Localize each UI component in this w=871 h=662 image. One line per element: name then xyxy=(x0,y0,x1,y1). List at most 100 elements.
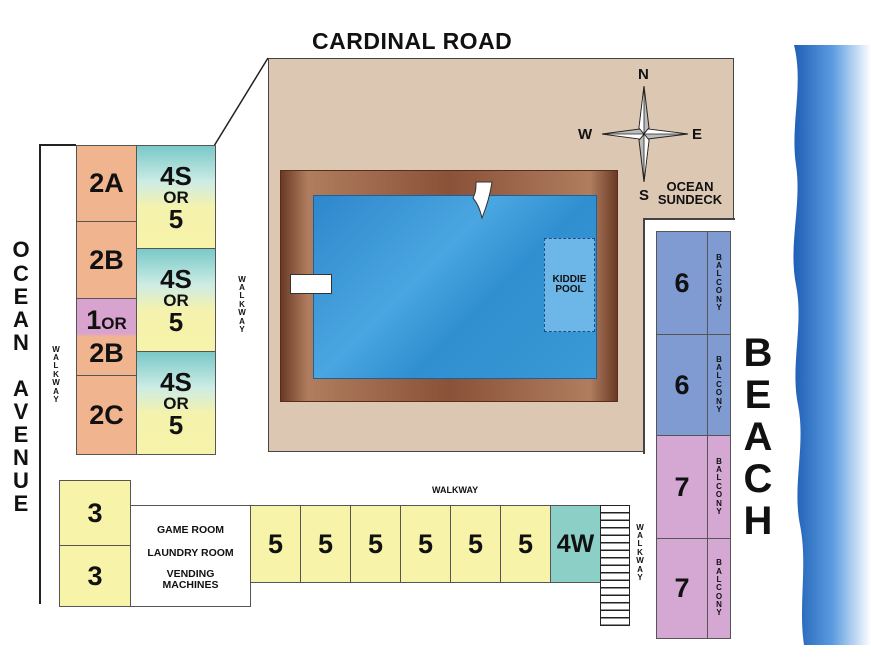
walkway-middle-letter: L xyxy=(239,291,245,301)
unit-5-row-4[interactable]: 5 xyxy=(400,505,451,583)
balcony-letter: B xyxy=(716,558,722,568)
walkway-left-letter: L xyxy=(53,361,59,371)
walkway-left-letter: Y xyxy=(53,394,59,404)
diving-board xyxy=(290,274,332,294)
balcony-letter: Y xyxy=(716,608,722,618)
walkway-left-letter: W xyxy=(52,344,60,354)
balcony-letter: B xyxy=(716,456,722,466)
balcony-letter: A xyxy=(716,261,722,271)
staircase xyxy=(600,505,630,626)
unit-4s-or-5-top[interactable]: 4S OR 5 xyxy=(136,145,216,249)
balcony-letter: C xyxy=(716,277,722,287)
compass-east: E xyxy=(692,126,703,143)
unit-2c[interactable]: 2C xyxy=(76,375,137,455)
unit-5-row-1[interactable]: 5 xyxy=(250,505,301,583)
walkway-left-letter: A xyxy=(53,353,59,363)
unit-4w[interactable]: 4W xyxy=(550,505,601,583)
unit-5-top: 5 xyxy=(168,203,184,234)
unit-or-bottom: OR xyxy=(163,393,189,413)
balcony-letter: O xyxy=(715,388,723,398)
walkway-right-letter: A xyxy=(637,564,643,574)
walkway-right-letter: W xyxy=(636,556,644,566)
ocean-avenue-letter: O xyxy=(12,237,30,263)
ocean-avenue-letter: U xyxy=(13,468,29,494)
walkway-right-letter: Y xyxy=(637,572,643,582)
unit-3-top[interactable]: 3 xyxy=(59,480,131,546)
unit-5-row-5[interactable]: 5 xyxy=(450,505,501,583)
cardinal-road-label: CARDINAL ROAD xyxy=(312,28,513,54)
walkway-right-letter: L xyxy=(637,539,643,549)
walkway-middle-letter: W xyxy=(238,308,246,318)
walkway-left-letter: A xyxy=(53,386,59,396)
unit-3-bottom[interactable]: 3 xyxy=(59,545,131,607)
game-room-label[interactable]: GAME ROOM xyxy=(156,524,225,536)
balcony-letter: L xyxy=(716,473,722,483)
unit-5-row-6[interactable]: 5 xyxy=(500,505,551,583)
balcony-letter: L xyxy=(716,269,722,279)
beach-letter: C xyxy=(743,457,773,501)
balcony-letter: Y xyxy=(716,506,722,516)
balcony-letter: C xyxy=(716,481,722,491)
ocean-avenue-letter: E xyxy=(13,283,29,309)
balcony-letter: B xyxy=(716,252,722,262)
ocean-avenue-letter: E xyxy=(13,422,29,448)
balcony-letter: N xyxy=(716,396,722,406)
kiddie-pool-label-2: POOL xyxy=(555,284,584,295)
deck-notch-border-left xyxy=(643,218,645,454)
balcony-letter: B xyxy=(716,354,722,364)
pool-ladder xyxy=(472,181,493,220)
laundry-room-label[interactable]: LAUNDRY ROOM xyxy=(147,547,234,559)
unit-5-row-2[interactable]: 5 xyxy=(300,505,351,583)
unit-6-bottom[interactable]: 6 xyxy=(656,334,708,436)
walkway-middle-letter: K xyxy=(239,299,245,309)
walkway-middle-letter: A xyxy=(239,316,245,326)
unit-2a[interactable]: 2A xyxy=(76,145,137,222)
balcony-letter: Y xyxy=(716,302,722,312)
compass-rose xyxy=(601,85,689,183)
kiddie-pool-label-1: KIDDIE xyxy=(552,274,587,285)
vending-line1: VENDING xyxy=(166,568,215,580)
connector-line xyxy=(213,57,269,147)
ocean-avenue-letter: V xyxy=(13,399,29,425)
deck-notch-border-top xyxy=(643,218,735,220)
unit-1-or-2b[interactable]: 1OR 2B xyxy=(76,298,137,376)
walkway-right-letter: K xyxy=(637,547,643,557)
compass-north: N xyxy=(638,66,649,83)
walkway-middle-letter: A xyxy=(239,283,245,293)
vending-machines-label[interactable]: VENDING MACHINES xyxy=(130,569,251,590)
unit-5-middle: 5 xyxy=(168,306,184,337)
unit-6-top[interactable]: 6 xyxy=(656,231,708,335)
balcony-letter: C xyxy=(716,583,722,593)
unit-7-top[interactable]: 7 xyxy=(656,435,708,539)
unit-4s-middle: 4S xyxy=(160,263,192,294)
ocean-avenue-letter: N xyxy=(13,445,29,471)
balcony-letter: O xyxy=(715,286,723,296)
walkway-middle-letter: W xyxy=(238,274,246,284)
balcony-letter: Y xyxy=(716,404,722,414)
ocean-avenue-letter xyxy=(18,354,24,377)
ocean-sundeck-line2: SUNDECK xyxy=(657,192,723,207)
unit-4s-or-5-bottom[interactable]: 4S OR 5 xyxy=(136,351,216,455)
beach-letter: E xyxy=(744,373,772,417)
kiddie-pool: KIDDIE POOL xyxy=(544,238,595,332)
ocean-avenue-letter: E xyxy=(13,491,29,517)
balcony-letter: N xyxy=(716,498,722,508)
ocean-sundeck-label: OCEAN SUNDECK xyxy=(652,180,728,206)
balcony-letter: L xyxy=(716,371,722,381)
unit-2b[interactable]: 2B xyxy=(76,221,137,299)
unit-or-top: OR xyxy=(163,187,189,207)
walkway-middle-letter: Y xyxy=(239,324,245,334)
ocean-avenue-letter: A xyxy=(13,306,29,332)
unit-7-bottom[interactable]: 7 xyxy=(656,538,708,639)
ocean-water xyxy=(793,45,871,645)
unit-5-row-3[interactable]: 5 xyxy=(350,505,401,583)
ocean-avenue-letter: A xyxy=(13,376,29,401)
unit-4s-or-5-middle[interactable]: 4S OR 5 xyxy=(136,248,216,352)
